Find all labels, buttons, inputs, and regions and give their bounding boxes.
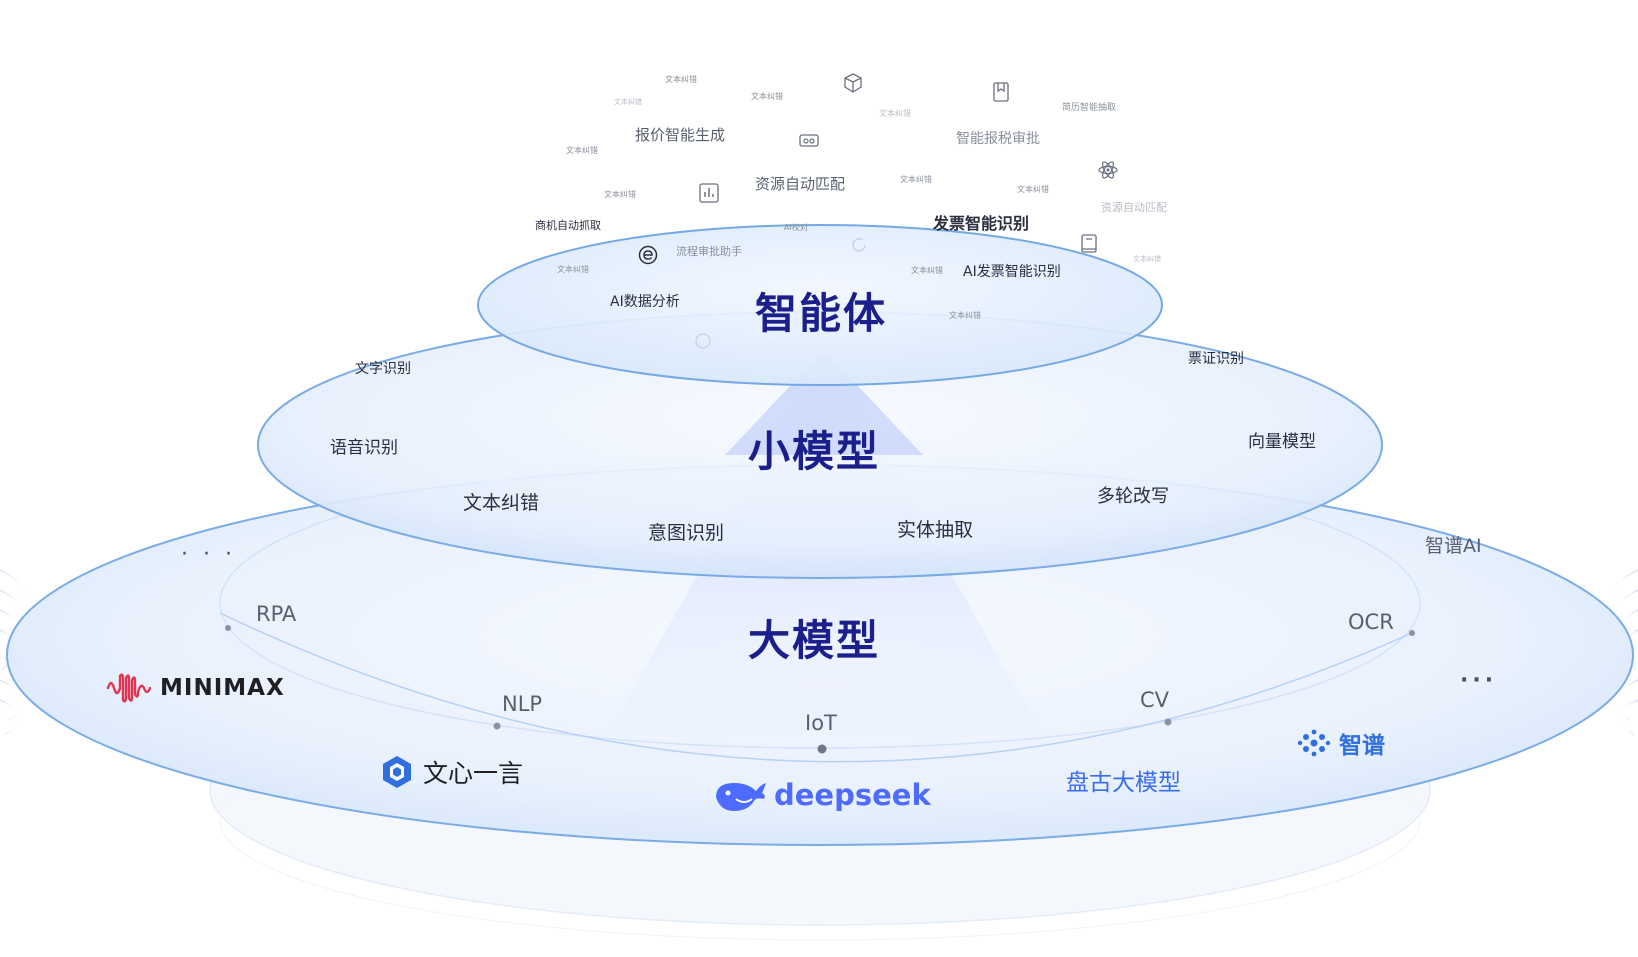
text-fix-tag: 文本纠错 — [614, 98, 642, 106]
capability-nlp: NLP — [502, 692, 543, 716]
capability-dots — [225, 625, 1415, 754]
zhipu-name: 智谱 — [1339, 733, 1385, 759]
text-fix-tag: 文本纠错 — [751, 92, 783, 101]
agent-quote-label: 报价智能生成 — [635, 126, 726, 144]
capability-iot: IoT — [805, 711, 837, 735]
agent-opportunity-label: 商机自动抓取 — [535, 219, 601, 232]
more-right-dots: ··· — [1460, 668, 1498, 693]
minimax-name: MINIMAX — [160, 675, 285, 701]
layer-title-large-models: 大模型 — [748, 616, 881, 665]
ocr-dot — [1409, 630, 1415, 636]
edge-e-icon — [638, 245, 658, 265]
brand-wenxin: 文心一言 — [379, 754, 523, 790]
brand-pangu: 盘古大模型 — [1066, 770, 1181, 796]
bar-chart-icon — [699, 183, 719, 203]
capability-rpa: RPA — [256, 602, 297, 626]
agent-ai-invoice-label: AI发票智能识别 — [963, 264, 1061, 280]
agent-tax-label: 智能报税审批 — [956, 131, 1040, 147]
refresh-icon — [852, 238, 866, 252]
atom-icon — [1098, 161, 1118, 179]
bottom-front-arc — [219, 612, 1413, 763]
capability-cv: CV — [1140, 688, 1170, 712]
cv-dot — [1164, 718, 1172, 726]
circle-icon — [695, 333, 711, 349]
agent-resume-label: 简历智能抽取 — [1062, 103, 1117, 113]
small-model-text-recog: 文字识别 — [355, 361, 411, 377]
deepseek-name: deepseek — [774, 778, 931, 812]
wenxin-hex-icon — [383, 756, 411, 788]
zhipu-dots-icon — [1297, 729, 1331, 757]
vr-headset-icon — [799, 134, 819, 147]
small-model-voice-recog: 语音识别 — [330, 438, 398, 458]
small-model-ticket: 票证识别 — [1188, 351, 1244, 367]
text-fix-tag: 文本纠错 — [911, 266, 943, 275]
layer-title-small-models: 小模型 — [748, 427, 881, 476]
text-fix-tag: 文本纠错 — [566, 146, 598, 155]
small-model-entity: 实体抽取 — [897, 519, 974, 541]
minimax-wave-icon — [106, 673, 152, 703]
small-model-text-correct: 文本纠错 — [463, 492, 540, 514]
text-fix-tag: 文本纠错 — [665, 75, 697, 84]
nlp-dot — [493, 722, 501, 730]
book-icon — [1081, 234, 1097, 253]
small-model-multi-rewrite: 多轮改写 — [1097, 486, 1169, 507]
bookmark-icon — [993, 82, 1009, 102]
capability-ocr: OCR — [1348, 610, 1394, 634]
top-layer-ellipse — [477, 224, 1163, 386]
small-model-intent: 意图识别 — [648, 522, 725, 544]
deepseek-whale-icon — [716, 783, 766, 811]
brand-minimax: MINIMAX — [106, 670, 285, 706]
brand-zhipu: 智谱 — [1297, 726, 1385, 760]
iot-dot — [817, 744, 827, 754]
text-fix-tag: 文本纠错 — [604, 190, 636, 199]
more-left-dots: · · · — [181, 542, 236, 567]
text-fix-tag: 文本纠错 — [879, 109, 911, 118]
agent-resource-label: 资源自动匹配 — [755, 175, 846, 193]
brand-deepseek: deepseek — [712, 775, 931, 815]
agent-invoice-label: 发票智能识别 — [933, 214, 1030, 233]
text-fix-tag: 文本纠错 — [557, 265, 589, 274]
beam-triangle-mid — [725, 350, 923, 455]
rpa-dot — [225, 625, 231, 631]
wenxin-name: 文心一言 — [423, 759, 524, 788]
text-fix-tag: 文本纠错 — [949, 311, 981, 320]
agent-resource2-label: 资源自动匹配 — [1101, 201, 1167, 214]
brand-zhipu-ai: 智谱AI — [1425, 535, 1482, 557]
text-fix-tag: 文本纠错 — [1133, 255, 1161, 263]
small-model-vector: 向量模型 — [1248, 432, 1316, 452]
agent-ai-data-label: AI数据分析 — [610, 294, 680, 310]
text-fix-tag: 文本纠错 — [1017, 185, 1049, 194]
layer-title-agents: 智能体 — [755, 289, 888, 338]
text-fix-tag: 文本纠错 — [900, 175, 932, 184]
agent-proof-label: AI校对 — [784, 223, 808, 232]
cube-icon — [844, 73, 862, 93]
agent-flow-label: 流程审批助手 — [676, 245, 742, 258]
